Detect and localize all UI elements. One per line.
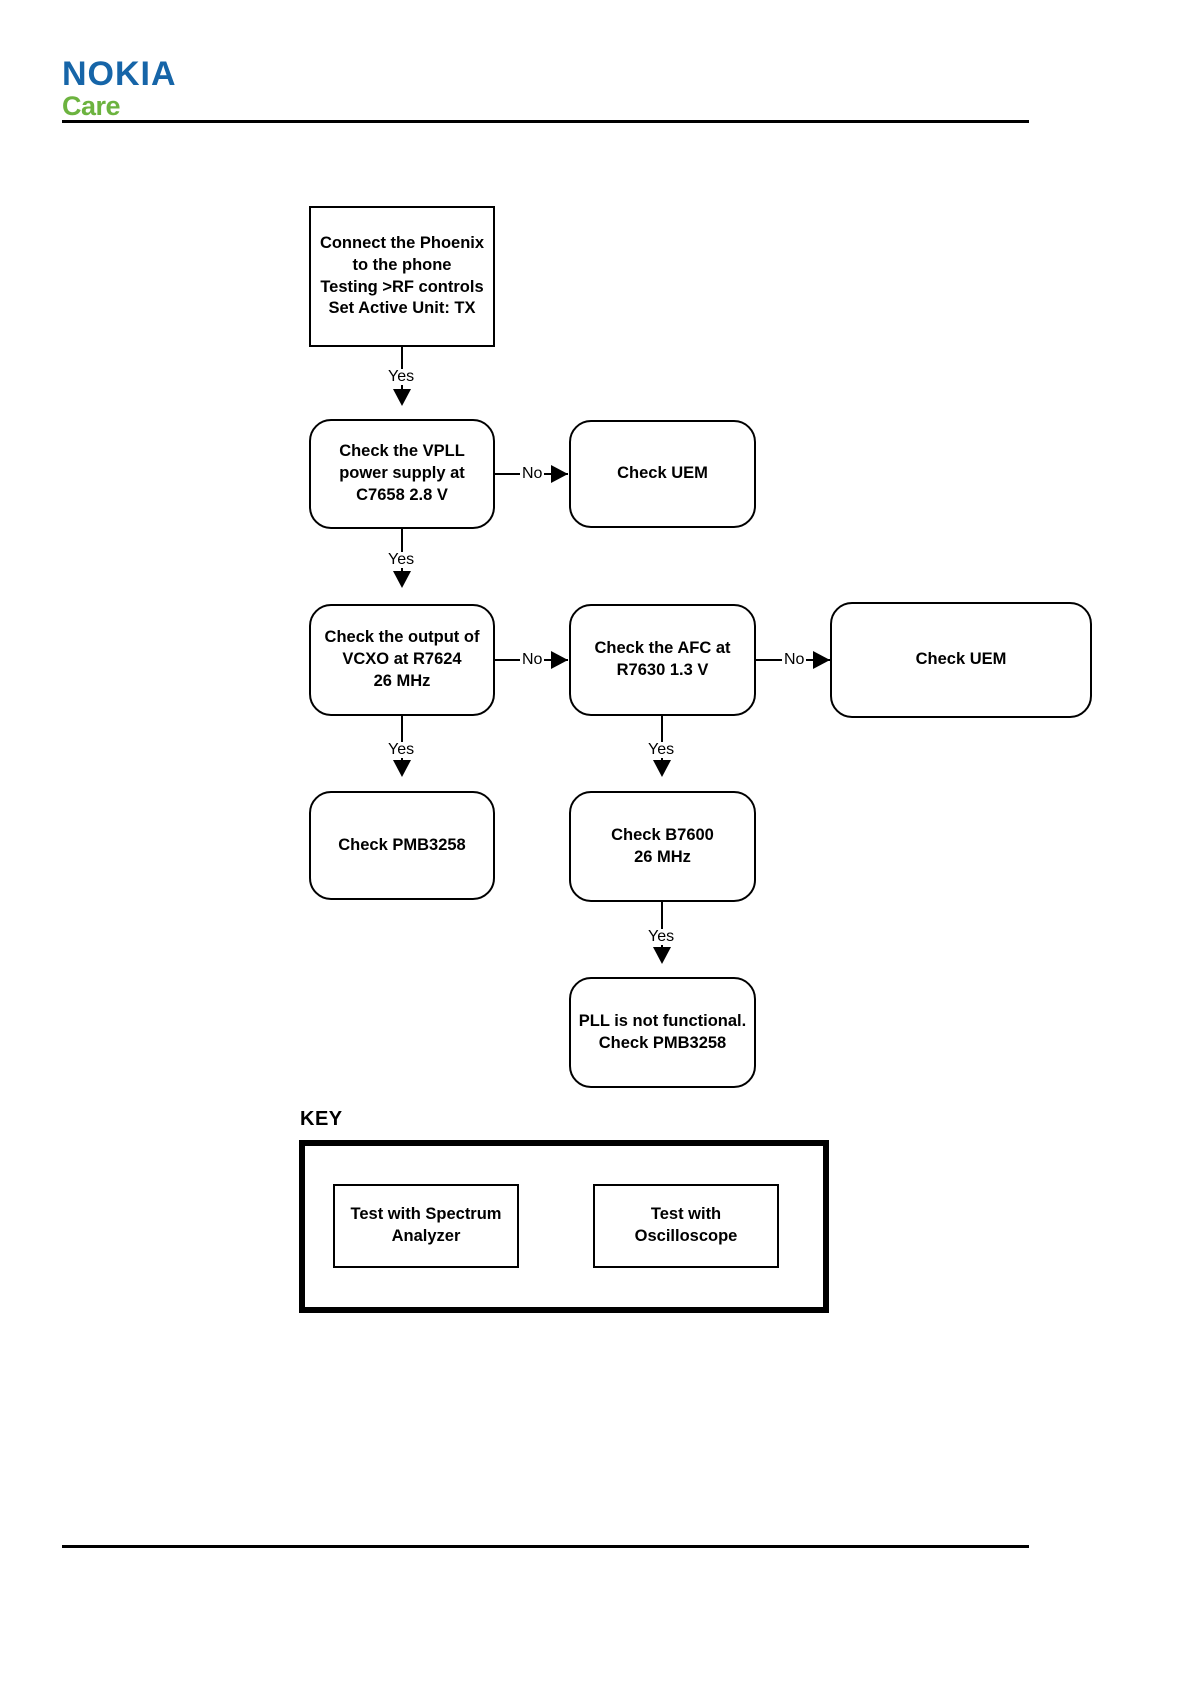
header-divider — [62, 120, 1029, 123]
key-title: KEY — [300, 1108, 343, 1130]
footer-divider — [62, 1545, 1029, 1548]
nokia-care-logo: NOKIA Care — [62, 57, 177, 120]
arrowhead-afc-uem2 — [813, 651, 830, 669]
arrowhead-vpll-vcxo — [393, 571, 411, 588]
key-item-oscilloscope: Test with Oscilloscope — [593, 1184, 779, 1268]
arrowhead-vpll-uem1 — [551, 465, 568, 483]
flow-node-vpll: Check the VPLL power supply at C7658 2.8… — [309, 419, 495, 529]
arrowhead-afc-b7600 — [653, 760, 671, 777]
arrowhead-start-vpll — [393, 389, 411, 406]
arrowhead-vcxo-afc — [551, 651, 568, 669]
edge-label-b7600-pllfail: Yes — [646, 928, 677, 945]
flow-node-uem-2: Check UEM — [830, 602, 1092, 718]
page-header: NOKIA Care — [0, 0, 1191, 130]
arrowhead-b7600-pllfail — [653, 947, 671, 964]
edge-label-vpll-vcxo: Yes — [386, 551, 417, 568]
care-wordmark: Care — [62, 91, 121, 121]
key-item-spectrum-analyzer: Test with Spectrum Analyzer — [333, 1184, 519, 1268]
arrowhead-vcxo-pmb — [393, 760, 411, 777]
nokia-wordmark: NOKIA — [62, 55, 177, 93]
flow-node-pmb3258: Check PMB3258 — [309, 791, 495, 900]
flow-node-start: Connect the Phoenix to the phone Testing… — [309, 206, 495, 347]
edge-label-start-vpll: Yes — [386, 368, 417, 385]
flow-node-uem-1: Check UEM — [569, 420, 756, 528]
key-legend-box: Test with Spectrum Analyzer Test with Os… — [299, 1140, 829, 1313]
edge-label-vcxo-afc: No — [520, 651, 545, 668]
flow-node-vcxo: Check the output of VCXO at R7624 26 MHz — [309, 604, 495, 716]
flow-node-b7600: Check B7600 26 MHz — [569, 791, 756, 902]
edge-label-afc-b7600: Yes — [646, 741, 677, 758]
flow-node-afc: Check the AFC at R7630 1.3 V — [569, 604, 756, 716]
edge-label-afc-uem2: No — [782, 651, 807, 668]
edge-label-vpll-uem1: No — [520, 465, 545, 482]
edge-label-vcxo-pmb: Yes — [386, 741, 417, 758]
flow-node-pll-not-functional: PLL is not functional. Check PMB3258 — [569, 977, 756, 1088]
